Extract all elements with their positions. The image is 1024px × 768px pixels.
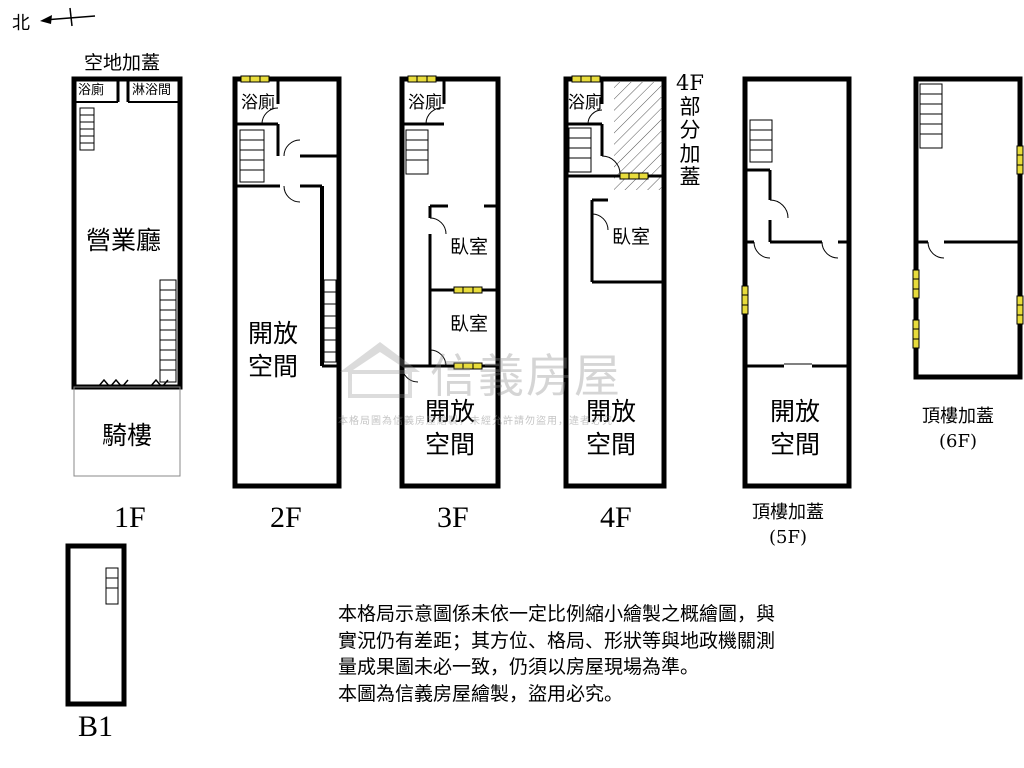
f4-partial-label: 4F 部 分 加 蓋 bbox=[676, 71, 704, 190]
compass-label: 北 bbox=[12, 13, 30, 34]
floor-3f-plan bbox=[399, 76, 501, 489]
floor-b1-plan bbox=[65, 543, 127, 707]
floor-label-2f: 2F bbox=[270, 501, 302, 534]
floor-4f-plan bbox=[563, 76, 667, 489]
f2-open-space: 開放 空間 bbox=[248, 319, 299, 381]
watermark-logo-icon bbox=[340, 342, 420, 398]
disclaimer-text: 本格局示意圖係未依一定比例縮小繪製之概繪圖，與 實況仍有差距；其方位、格局、形狀… bbox=[338, 601, 868, 707]
f2-bath: 浴廁 bbox=[241, 93, 275, 113]
floor-6f-plan bbox=[913, 76, 1023, 380]
disclaimer-line: 量成果圖未必一致，仍須以房屋現場為準。 bbox=[338, 656, 700, 679]
floor-label-6f: 頂樓加蓋 (6F) bbox=[922, 406, 994, 453]
f4-bedroom: 臥室 bbox=[612, 226, 651, 248]
f1-top-label: 空地加蓋 bbox=[84, 52, 161, 74]
f4-bath: 浴廁 bbox=[568, 93, 602, 113]
f3-bath: 浴廁 bbox=[408, 93, 442, 113]
floor-2f-plan bbox=[232, 76, 342, 489]
f1-hall: 營業廳 bbox=[86, 226, 162, 255]
f3-open-space: 開放 空間 bbox=[425, 397, 476, 459]
disclaimer-line: 本格局示意圖係未依一定比例縮小繪製之概繪圖，與 bbox=[338, 603, 776, 625]
floor-label-b1: B1 bbox=[78, 710, 114, 743]
f4-open-space: 開放 空間 bbox=[586, 397, 637, 459]
north-arrow-icon bbox=[40, 7, 96, 27]
floor-1f-plan bbox=[71, 76, 183, 477]
floor-label-1f: 1F bbox=[114, 501, 146, 534]
watermark-notice: 本格局圖為信義房屋繪製，未經允許請勿盜用，違者必究 bbox=[338, 416, 613, 427]
floor-label-5f: 頂樓加蓋 (5F) bbox=[752, 502, 824, 549]
f1-bath-left: 浴廁 bbox=[78, 83, 105, 98]
disclaimer-line: 本圖為信義房屋繪製，盜用必究。 bbox=[338, 682, 624, 705]
f1-arcade: 騎樓 bbox=[102, 421, 153, 450]
floor-5f-plan bbox=[742, 76, 852, 489]
f5-open-space: 開放 空間 bbox=[770, 397, 821, 459]
f3-bedroom-2: 臥室 bbox=[450, 313, 489, 335]
floor-label-4f: 4F bbox=[600, 501, 632, 534]
watermark-brand: 信義房屋 bbox=[430, 349, 622, 403]
disclaimer-line: 實況仍有差距；其方位、格局、形狀等與地政機關測 bbox=[338, 629, 776, 652]
f1-bath-right: 淋浴間 bbox=[132, 83, 172, 98]
f3-bedroom-1: 臥室 bbox=[450, 236, 489, 258]
floor-label-3f: 3F bbox=[437, 501, 469, 534]
